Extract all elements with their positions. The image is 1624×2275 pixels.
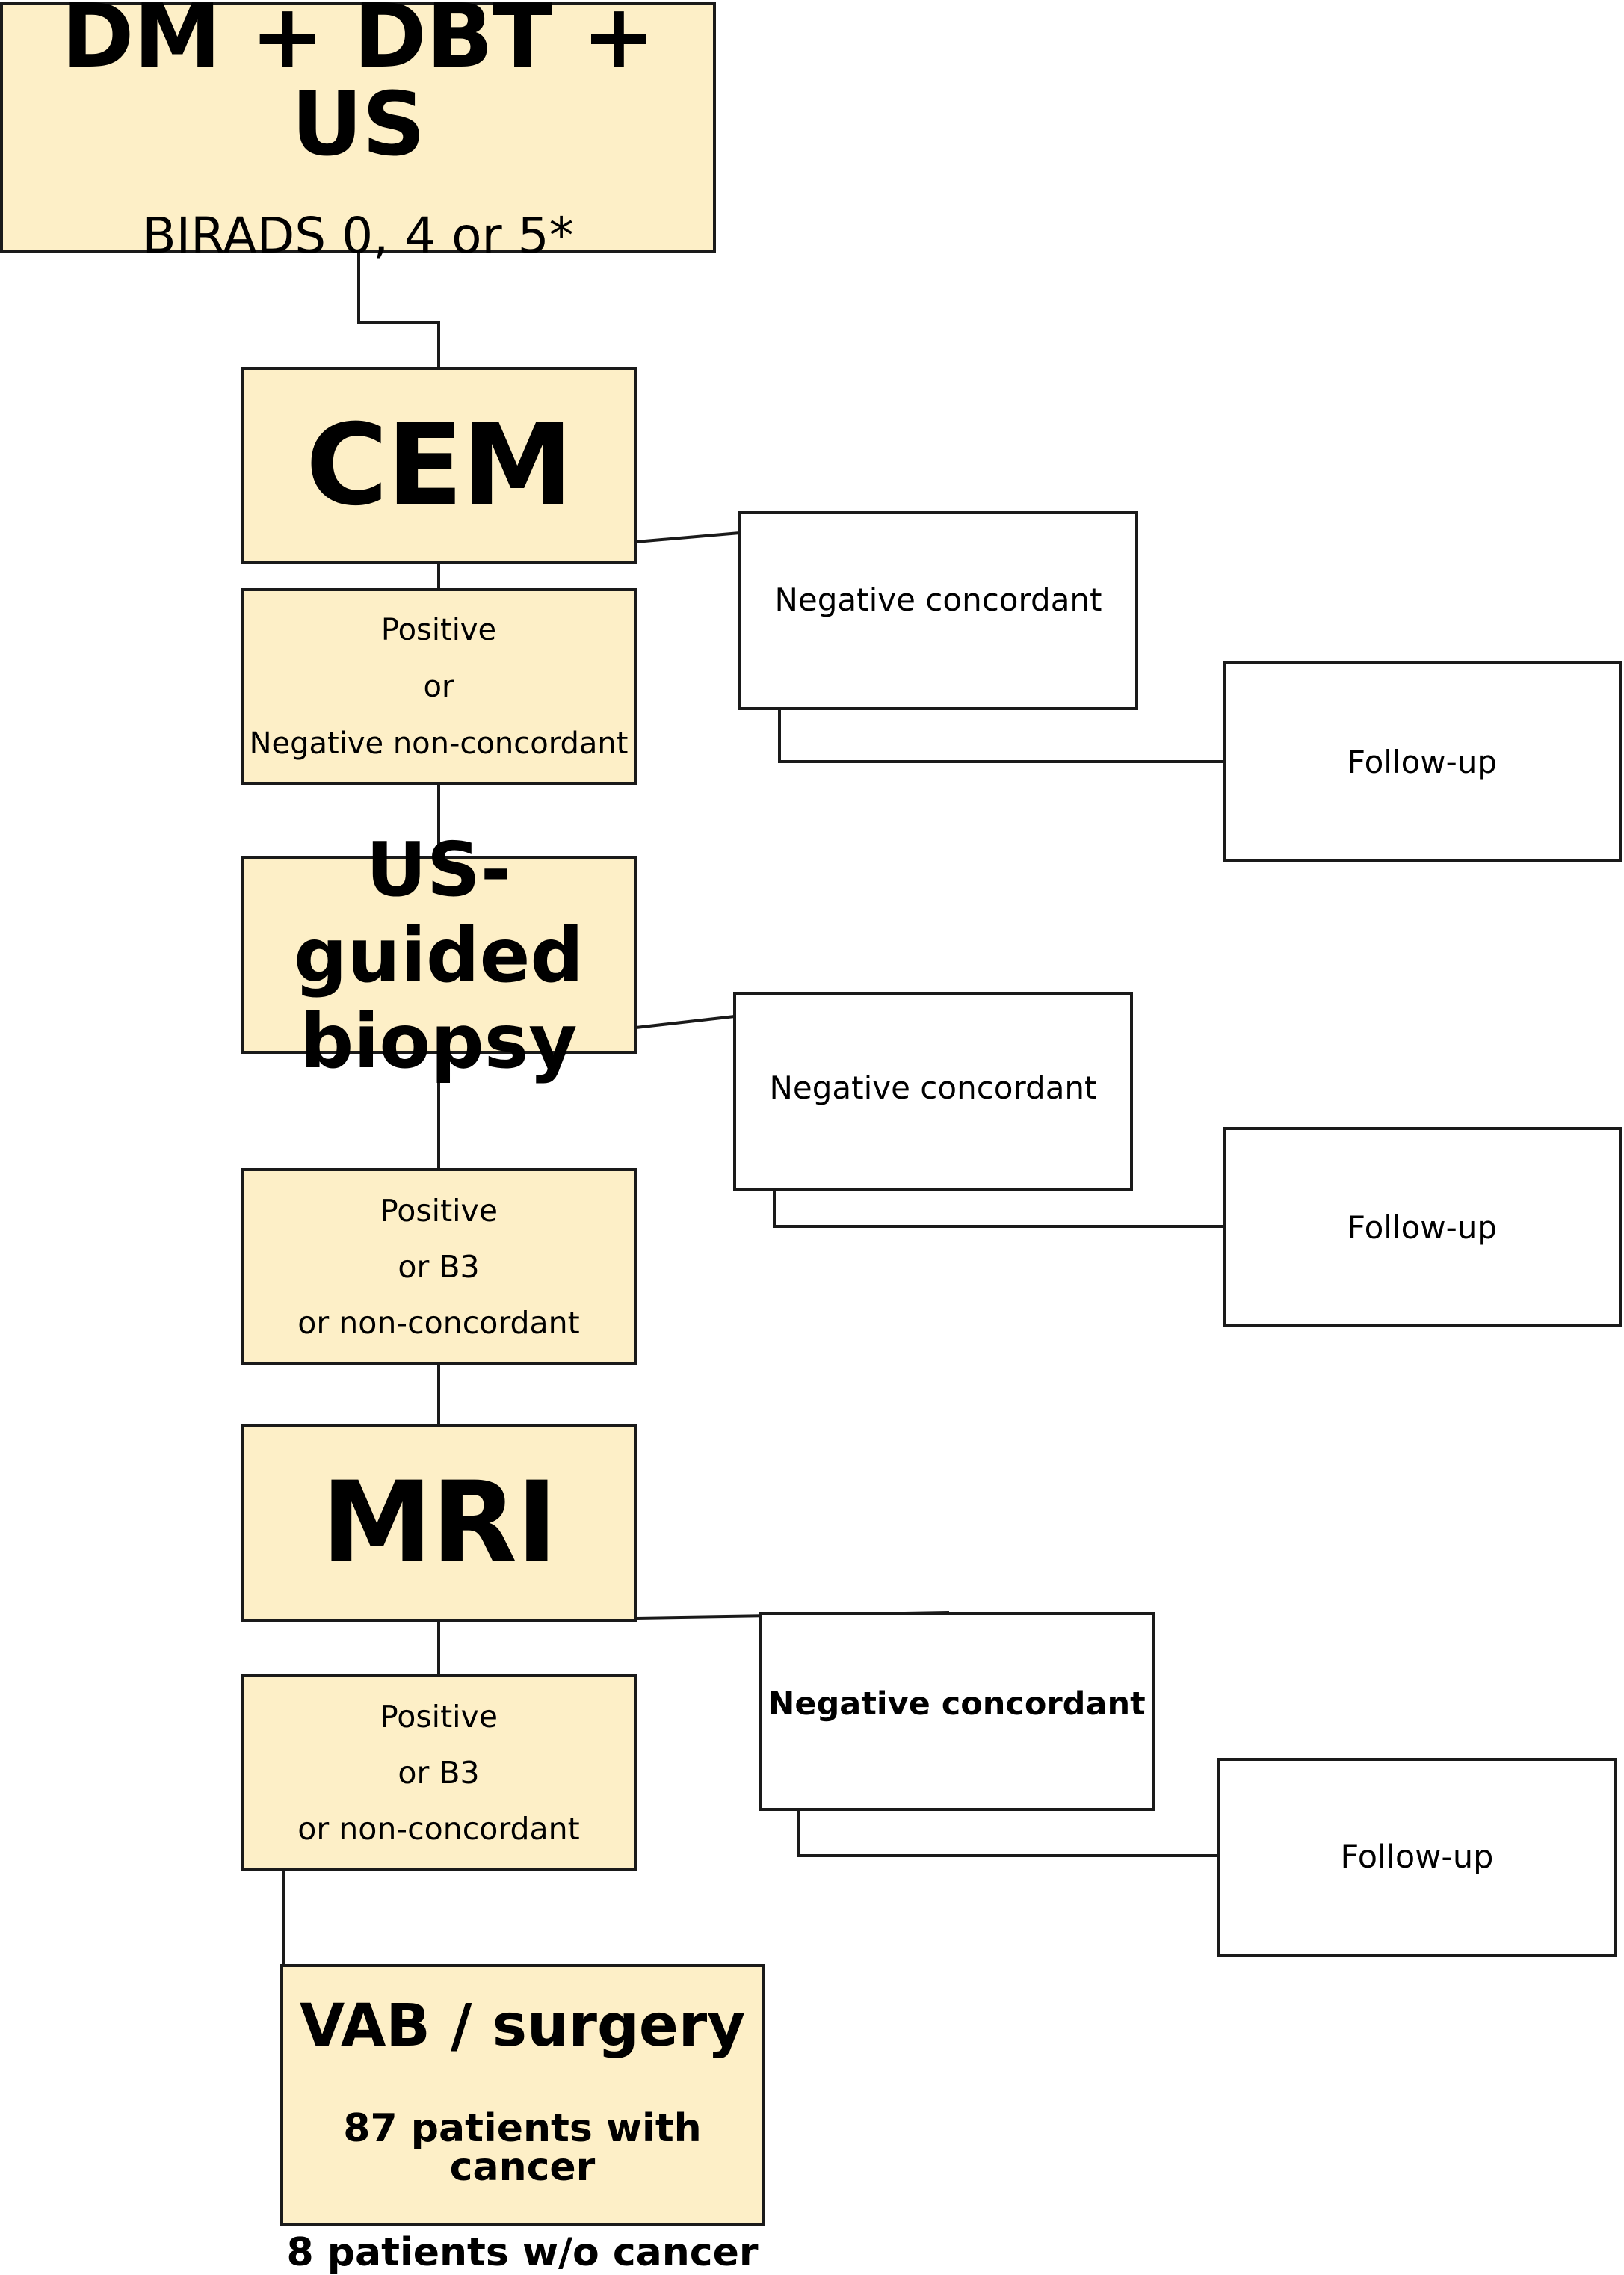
vab-patients-without-cancer: 8 patients w/o cancer — [286, 2230, 759, 2275]
cem-box: CEM — [241, 367, 637, 564]
connector-cem-negative — [635, 531, 741, 543]
biopsy-box: US-guided biopsy — [241, 827, 637, 1084]
mri-result-line-3: or non-concordant — [297, 1810, 580, 1847]
vab-surgery-title: VAB / surgery — [299, 1992, 746, 2060]
connector-cem-followup — [778, 710, 1224, 763]
cem-negative-box: Negative concordant — [738, 511, 1138, 710]
mri-followup-label: Follow-up — [1340, 1839, 1494, 1876]
initial-imaging-subtitle: BIRADS 0, 4 or 5* — [142, 206, 574, 265]
cem-result-line-1: Positive — [380, 613, 497, 647]
mri-result-line-2: or B3 — [398, 1754, 480, 1791]
vab-patients-with-cancer: 87 patients with cancer — [343, 2106, 702, 2190]
biopsy-negative-label: Negative concordant — [769, 1069, 1097, 1106]
initial-imaging-title: DM + DBT + US — [61, 0, 656, 176]
vab-surgery-box: VAB / surgery 87 patients with cancer 8 … — [280, 1964, 765, 2272]
mri-result-box: Positive or B3 or non-concordant — [241, 1674, 637, 1871]
mri-result-line-1: Positive — [379, 1698, 498, 1735]
biopsy-followup-box: Follow-up — [1223, 1127, 1622, 1327]
cem-followup-label: Follow-up — [1347, 743, 1498, 780]
mri-negative-box: Negative concordant — [759, 1612, 1155, 1811]
mri-box: MRI — [241, 1424, 637, 1622]
biopsy-title-line-1: US-guided — [293, 825, 584, 999]
biopsy-followup-label: Follow-up — [1347, 1209, 1498, 1246]
cem-result-line-3: Negative non-concordant — [249, 726, 629, 761]
biopsy-result-line-3: or non-concordant — [297, 1304, 580, 1341]
connector-biopsy-negative — [635, 1015, 735, 1029]
connector-mri-followup — [797, 1811, 1219, 1857]
connector-biopsy-followup — [773, 1191, 1224, 1228]
biopsy-result-line-2: or B3 — [398, 1248, 480, 1285]
cem-followup-box: Follow-up — [1223, 661, 1622, 862]
connector-initial-cem — [357, 253, 440, 367]
biopsy-result-line-1: Positive — [379, 1192, 498, 1229]
mri-followup-box: Follow-up — [1217, 1758, 1617, 1957]
biopsy-negative-box: Negative concordant — [733, 992, 1133, 1191]
biopsy-title-line-2: biopsy — [300, 997, 578, 1085]
cem-result-box: Positive or Negative non-concordant — [241, 588, 637, 785]
mri-negative-label: Negative concordant — [768, 1685, 1146, 1723]
biopsy-result-box: Positive or B3 or non-concordant — [241, 1168, 637, 1365]
cem-title: CEM — [306, 401, 573, 531]
mri-title: MRI — [321, 1458, 558, 1588]
initial-imaging-box: DM + DBT + US BIRADS 0, 4 or 5* — [0, 0, 716, 265]
cem-negative-label: Negative concordant — [774, 581, 1102, 618]
cem-result-line-2: or — [423, 670, 454, 704]
